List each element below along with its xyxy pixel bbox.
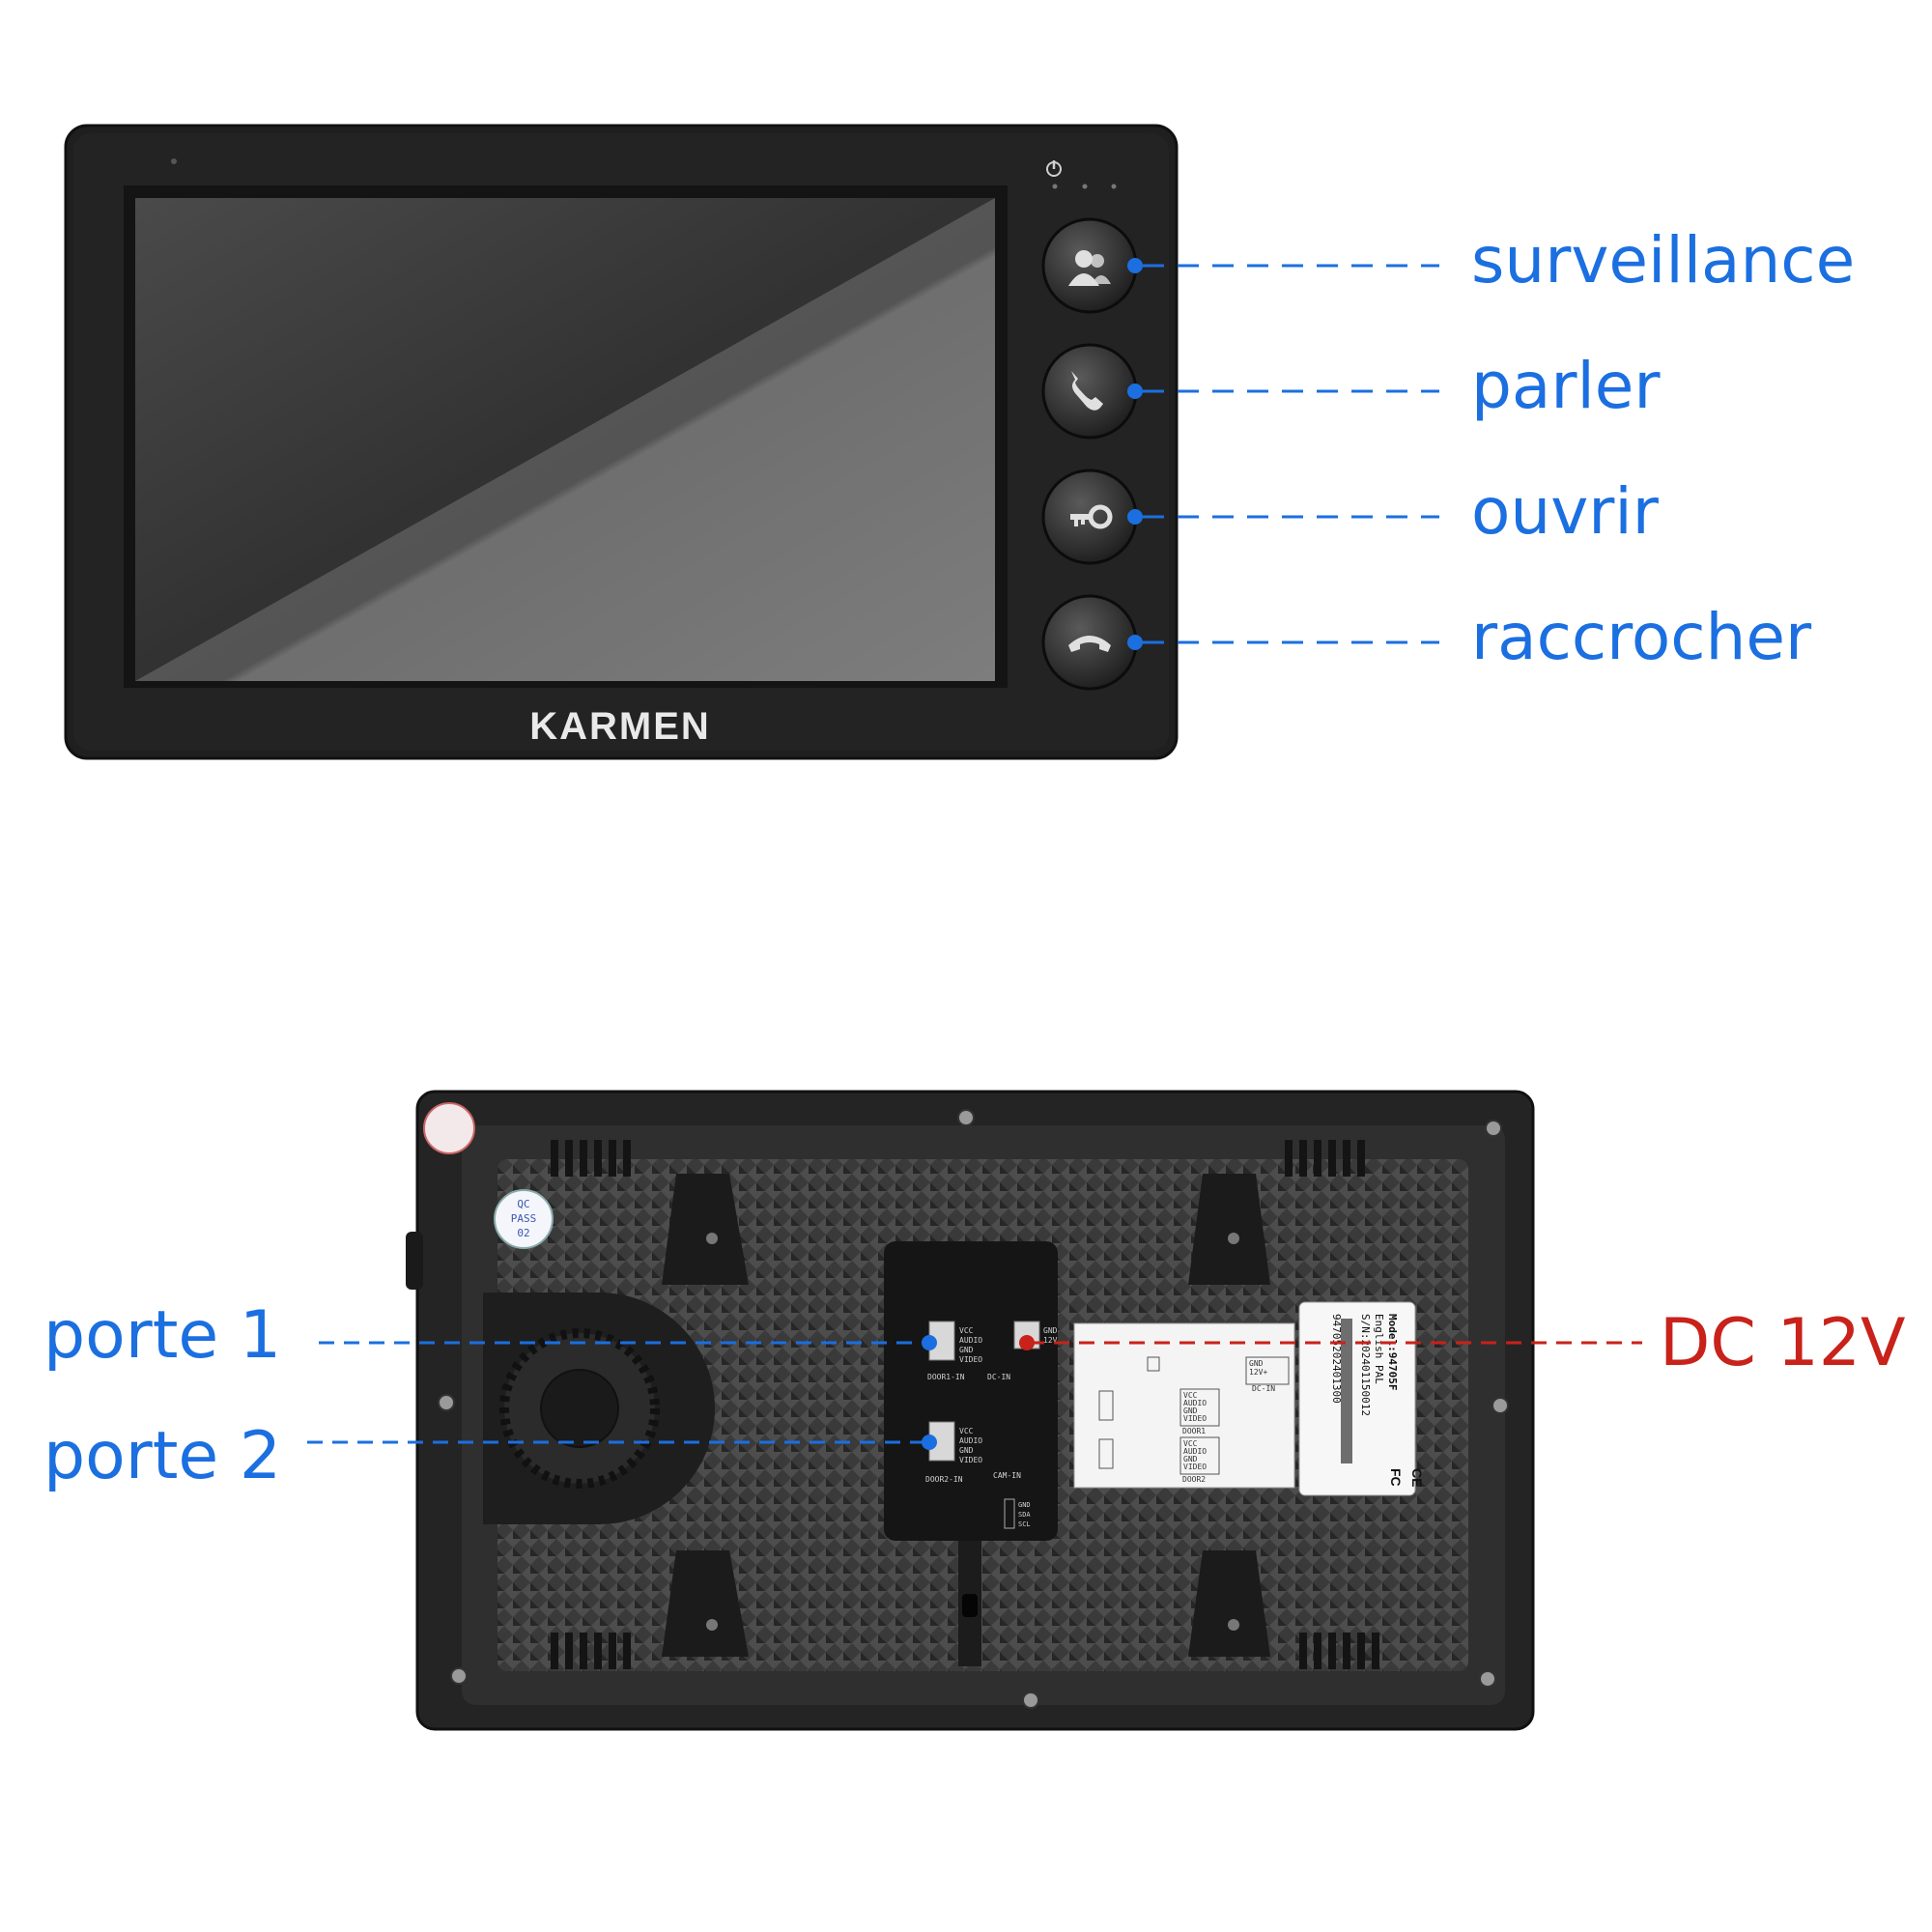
svg-text:AUDIO: AUDIO [1183,1399,1207,1407]
svg-text:Model:94705F: Model:94705F [1386,1314,1399,1390]
svg-text:GND: GND [1183,1455,1198,1463]
svg-text:12V: 12V [1043,1336,1058,1345]
callout-raccrocher: raccrocher [1471,600,1812,674]
svg-text:02: 02 [517,1227,529,1239]
callout-parler: parler [1471,349,1661,423]
svg-text:SCL: SCL [1018,1520,1031,1528]
svg-text:FC: FC [1388,1468,1404,1487]
mount-hooks [662,1174,1270,1657]
wiring-label: GND 12V+ DC-IN VCC AUDIO GND VIDEO DOOR1… [1073,1322,1295,1489]
svg-text:GND: GND [1249,1359,1264,1368]
svg-text:VCC: VCC [1183,1391,1198,1400]
svg-text:94705202401300: 94705202401300 [1330,1314,1343,1404]
svg-text:VIDEO: VIDEO [1183,1463,1207,1471]
svg-text:VIDEO: VIDEO [959,1355,982,1364]
hang-up-icon [1068,636,1111,652]
unlock-button[interactable] [1041,469,1138,565]
svg-text:DOOR2-IN: DOOR2-IN [925,1475,963,1484]
callout-dc12v: DC 12V [1660,1305,1906,1381]
svg-text:CAM-IN: CAM-IN [993,1471,1021,1480]
svg-text:English PAL: English PAL [1373,1314,1385,1384]
svg-text:S/N:202401150012: S/N:202401150012 [1359,1314,1372,1416]
svg-text:AUDIO: AUDIO [959,1336,982,1345]
svg-text:VCC: VCC [959,1427,974,1435]
talk-button[interactable] [1041,343,1138,440]
svg-text:GND: GND [1018,1501,1031,1509]
monitor-persons-icon [1068,250,1111,286]
speaker [483,1293,715,1524]
svg-text:SDA: SDA [1018,1511,1031,1519]
callout-door1: porte 1 [43,1297,281,1374]
svg-text:VIDEO: VIDEO [1183,1414,1207,1423]
svg-text:PASS: PASS [511,1212,537,1225]
callout-ouvrir: ouvrir [1471,474,1660,549]
callout-door2: porte 2 [43,1418,281,1494]
svg-text:DC-IN: DC-IN [1252,1384,1275,1393]
svg-text:AUDIO: AUDIO [959,1436,982,1445]
hang-up-button[interactable] [1041,594,1138,691]
svg-text:VCC: VCC [1183,1439,1198,1448]
model-label: Model:94705F English PAL S/N:20240115001… [1298,1301,1425,1496]
brand-logo: KARMEN [529,705,711,748]
power-icon [1046,160,1062,177]
front-monitor: KARMEN [64,124,1179,760]
vent-grille [551,1140,1379,1669]
svg-text:GND: GND [959,1346,974,1354]
svg-text:AUDIO: AUDIO [1183,1447,1207,1456]
key-icon [1070,504,1113,529]
svg-text:VIDEO: VIDEO [959,1456,982,1464]
svg-text:DOOR1-IN: DOOR1-IN [927,1373,965,1381]
svg-text:12V+: 12V+ [1249,1368,1267,1377]
svg-text:GND: GND [1183,1406,1198,1415]
qc-sticker: QC PASS 02 [494,1189,554,1249]
back-callouts [307,1335,1642,1450]
svg-text:DOOR2: DOOR2 [1182,1475,1206,1484]
phone-handset-icon [1071,371,1103,411]
connector-panel: VCC AUDIO GND VIDEO DOOR1-IN GND 12V DC-… [884,1241,1058,1666]
surveillance-button[interactable] [1041,217,1138,314]
svg-text:QC: QC [517,1198,529,1210]
svg-text:GND: GND [959,1446,974,1455]
svg-text:VCC: VCC [959,1326,974,1335]
screws [438,1109,1509,1709]
callout-surveillance: surveillance [1471,223,1855,298]
svg-text:DOOR1: DOOR1 [1182,1427,1206,1435]
back-panel: QC PASS 02 VCC AUDIO GND VIDEO DOOR1-IN [406,1090,1535,1731]
svg-text:CE: CE [1409,1468,1425,1487]
front-callouts [1127,258,1439,650]
svg-text:GND: GND [1043,1326,1058,1335]
svg-text:DC-IN: DC-IN [987,1373,1010,1381]
